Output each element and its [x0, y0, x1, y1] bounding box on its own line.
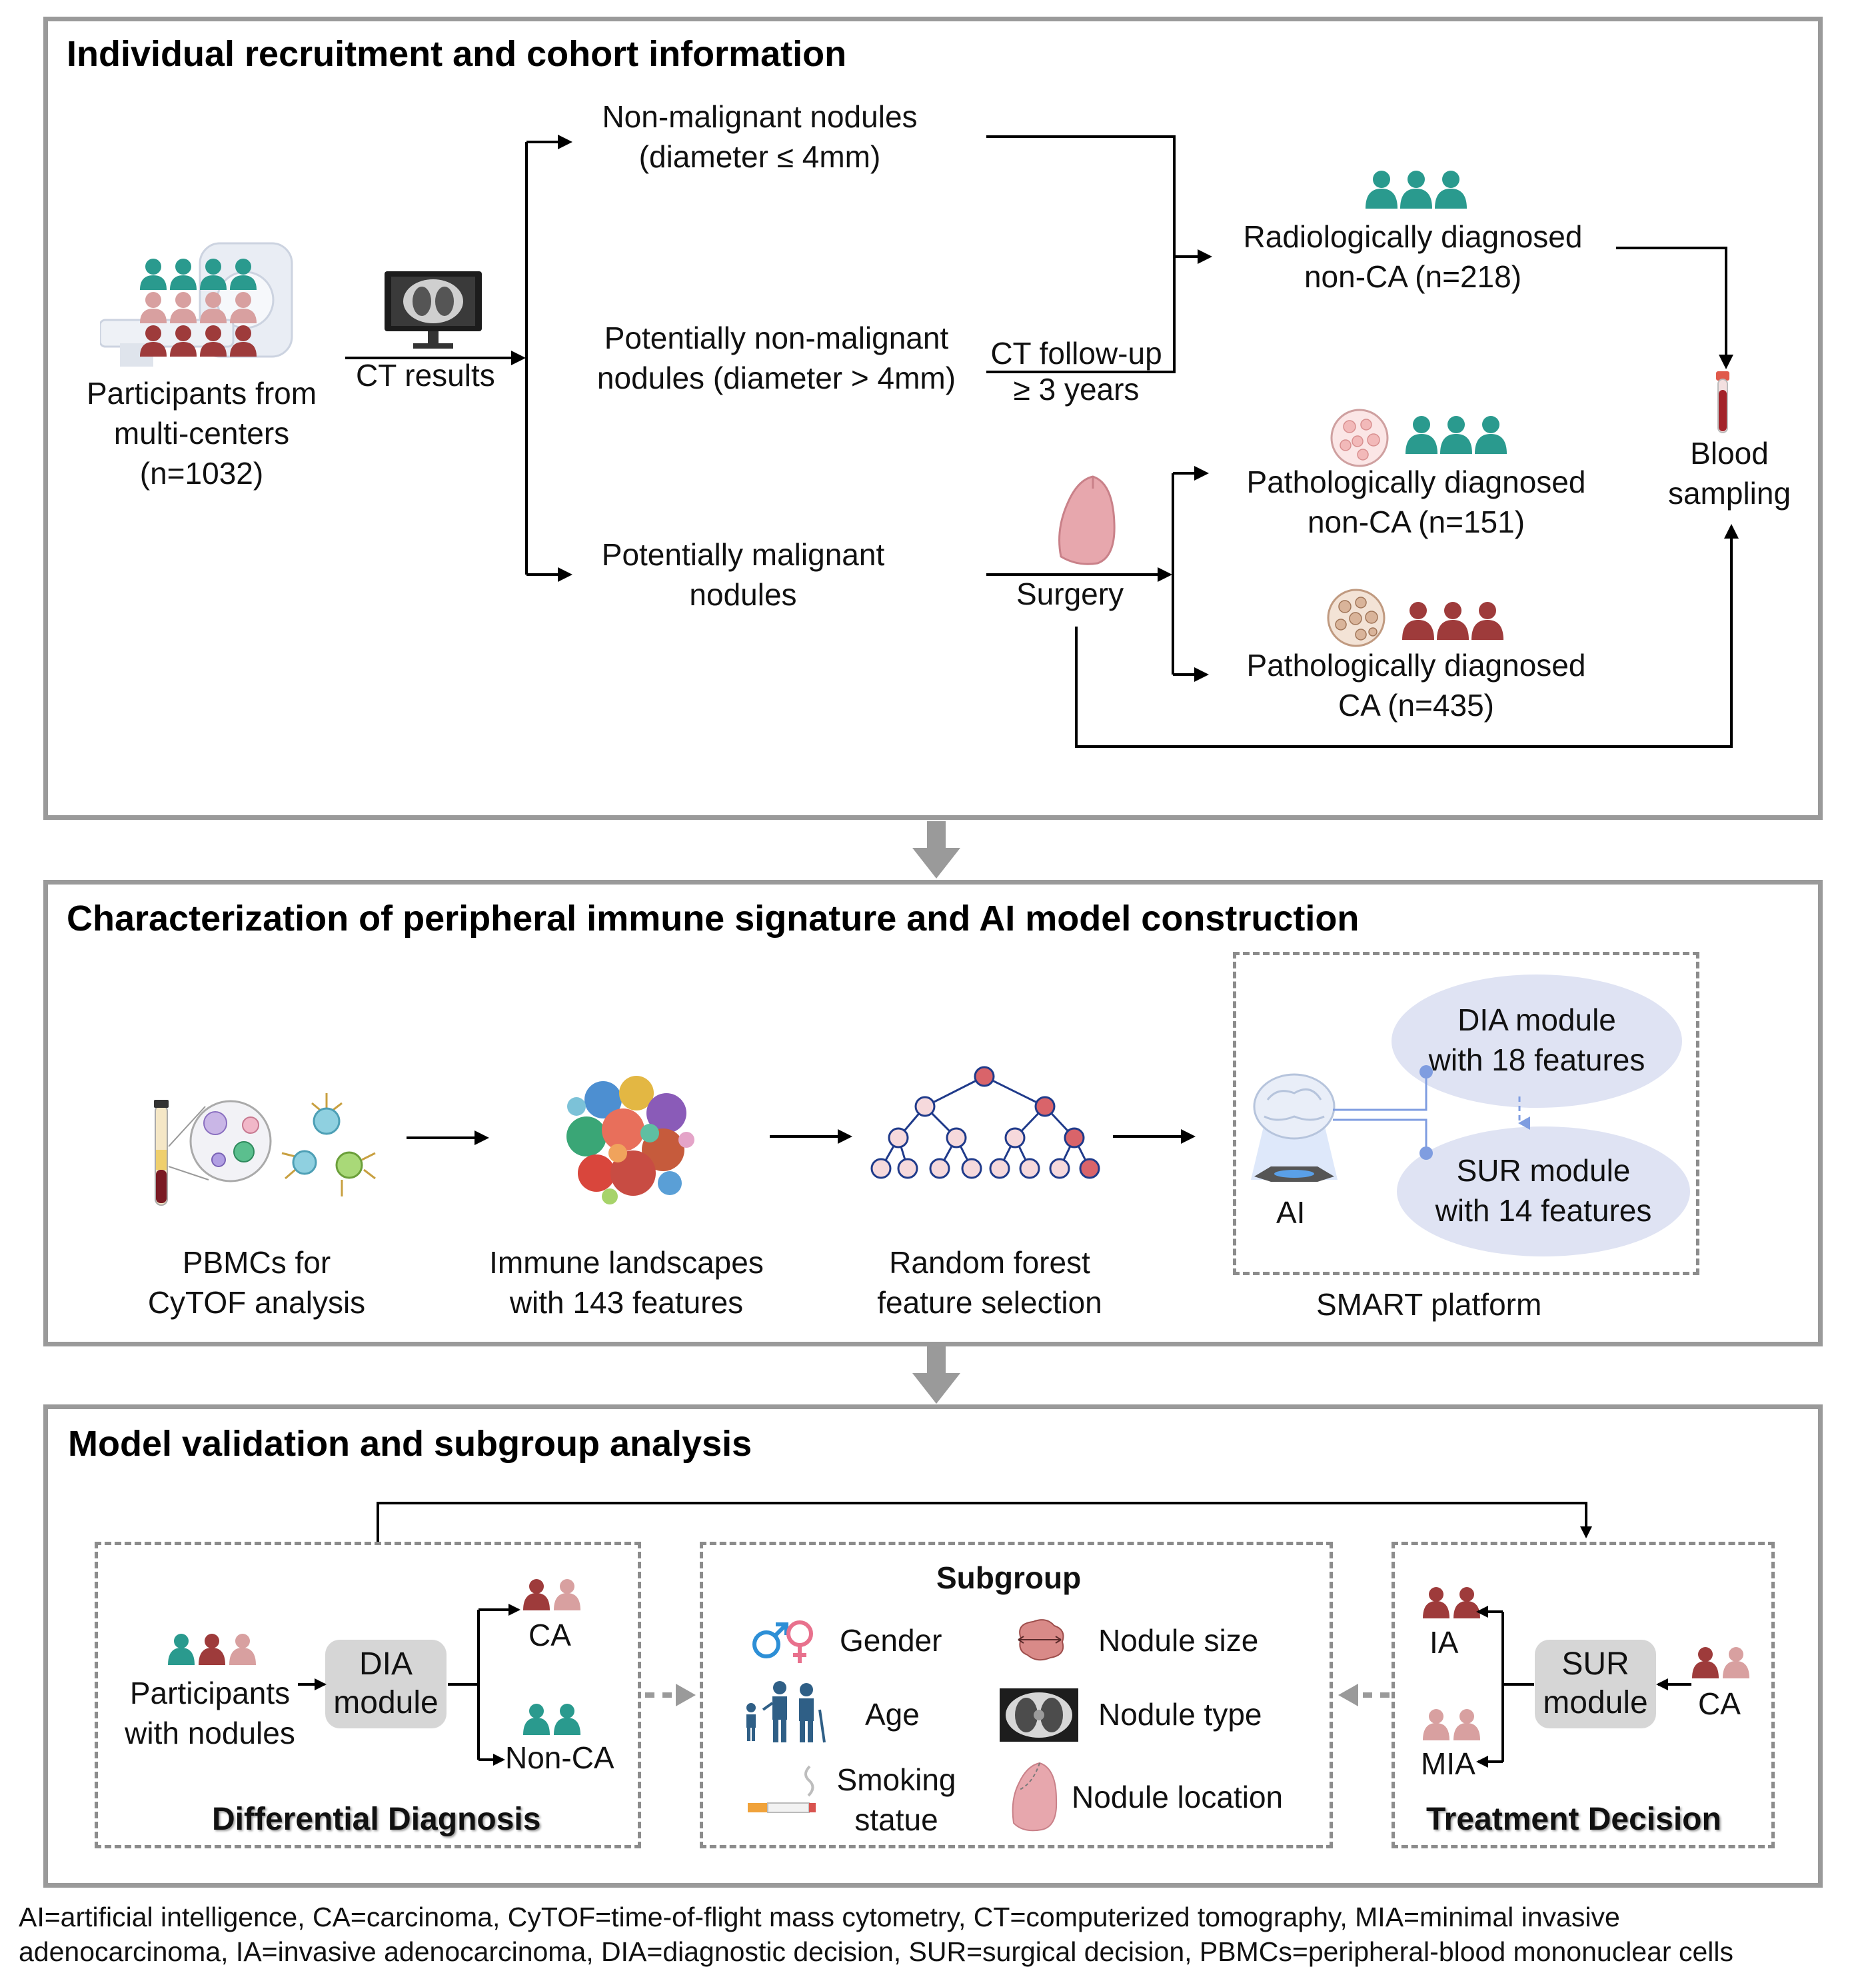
footnote-line-1: AI=artificial intelligence, CA=carcinoma… [19, 1902, 1620, 1932]
teal-people-icon [1366, 171, 1467, 209]
lung-icon [1058, 475, 1116, 565]
blood-sampling-label: Blood sampling [1667, 436, 1791, 511]
pbmc-label: PBMCs for CyTOF analysis [147, 1245, 366, 1320]
sur-module-ellipse: SUR module with 14 features [1397, 1126, 1690, 1256]
ca-input-people-icon [1692, 1647, 1749, 1678]
differential-diagnosis-box [95, 1542, 641, 1848]
nodule-location-label: Nodule location [1072, 1780, 1284, 1814]
random-forest-label: Random forest feature selection [877, 1245, 1102, 1320]
nonmalignant-label: Non-malignant nodules (diameter ≤ 4mm) [602, 99, 918, 174]
participants-label: Participants from multi-centers (n=1032) [86, 376, 317, 491]
pathologic-ca-label: Pathologically diagnosed CA (n=435) [1246, 648, 1586, 723]
nodule-type-label: Nodule type [1098, 1697, 1262, 1732]
tumor-cells-icon [1327, 589, 1386, 647]
immune-landscape-label: Immune landscapes with 143 features [489, 1245, 764, 1320]
age-family-icon [746, 1681, 826, 1743]
potential-malignant-label: Potentially malignant nodules [601, 537, 885, 612]
recruitment-panel [43, 17, 1823, 820]
recruitment-panel-title: Individual recruitment and cohort inform… [67, 34, 847, 74]
differential-diagnosis-label: Differential Diagnosis [212, 1802, 541, 1837]
treatment-decision-box [1392, 1542, 1775, 1848]
ai-brain-icon [1251, 1073, 1338, 1182]
immune-landscape-icon [566, 1076, 694, 1204]
smoking-label: Smoking statue [836, 1762, 956, 1837]
recruitment-flow-arrows [345, 135, 1739, 748]
ai-label: AI [1276, 1195, 1306, 1230]
ia-label: IA [1429, 1625, 1459, 1660]
nodule-size-label: Nodule size [1098, 1623, 1259, 1658]
panel-transition-arrow [912, 821, 960, 879]
footnote-line-2: adenocarcinoma, IA=invasive adenocarcino… [19, 1936, 1733, 1967]
gender-label: Gender [840, 1623, 942, 1658]
surgery-label: Surgery [1016, 577, 1124, 611]
nodule-location-lung-icon [1012, 1762, 1058, 1832]
ct-followup-label: CT follow-up ≥ 3 years [990, 336, 1162, 407]
participants-icon [100, 242, 293, 367]
mia-label: MIA [1421, 1746, 1475, 1781]
ai-flow-arrows [407, 1065, 1530, 1160]
ca-people-icon [523, 1579, 580, 1610]
nonca-people-icon [523, 1704, 580, 1735]
red-people-icon [1402, 602, 1503, 640]
ia-people-icon [1423, 1587, 1480, 1618]
ca-output-label: CA [528, 1618, 571, 1652]
subgroup-title: Subgroup [936, 1560, 1082, 1595]
panel-transition-arrow [912, 1345, 960, 1404]
smart-platform-label: SMART platform [1316, 1287, 1542, 1322]
teal-people-icon [1406, 416, 1507, 454]
ai-model-panel-title: Characterization of peripheral immune si… [67, 899, 1360, 939]
validation-panel-title: Model validation and subgroup analysis [68, 1424, 752, 1464]
dia-module-ellipse: DIA module with 18 features [1392, 975, 1682, 1108]
subgroup-box [700, 1542, 1333, 1848]
cigarette-icon [748, 1765, 816, 1813]
ca-input-label: CA [1698, 1686, 1741, 1721]
normal-cells-icon [1330, 409, 1389, 467]
dia-module-button[interactable]: DIA module [325, 1640, 447, 1728]
smart-platform-box [1233, 952, 1699, 1275]
nodule-size-icon [1018, 1619, 1064, 1661]
pbmc-icon [154, 1093, 376, 1206]
random-forest-tree-icon [870, 1066, 1100, 1179]
sur-module-button[interactable]: SUR module [1535, 1640, 1656, 1728]
mixed-people-icon [168, 1634, 256, 1665]
gender-icon [752, 1620, 813, 1663]
nonca-output-label: Non-CA [505, 1740, 614, 1775]
radiologic-diagnosis-label: Radiologically diagnosed non-CA (n=218) [1243, 219, 1583, 294]
participants-nodules-label: Participants with nodules [125, 1676, 295, 1750]
blood-tube-icon [1716, 371, 1729, 433]
ct-monitor-icon [385, 271, 482, 349]
mia-people-icon [1423, 1709, 1480, 1740]
pathologic-nonca-label: Pathologically diagnosed non-CA (n=151) [1246, 465, 1586, 539]
ct-results-label: CT results [356, 358, 495, 393]
potential-nonmalignant-label: Potentially non-malignant nodules (diame… [596, 321, 956, 395]
nodule-type-ct-icon [1000, 1688, 1078, 1742]
age-label: Age [865, 1697, 920, 1732]
treatment-decision-label: Treatment Decision [1426, 1802, 1721, 1837]
